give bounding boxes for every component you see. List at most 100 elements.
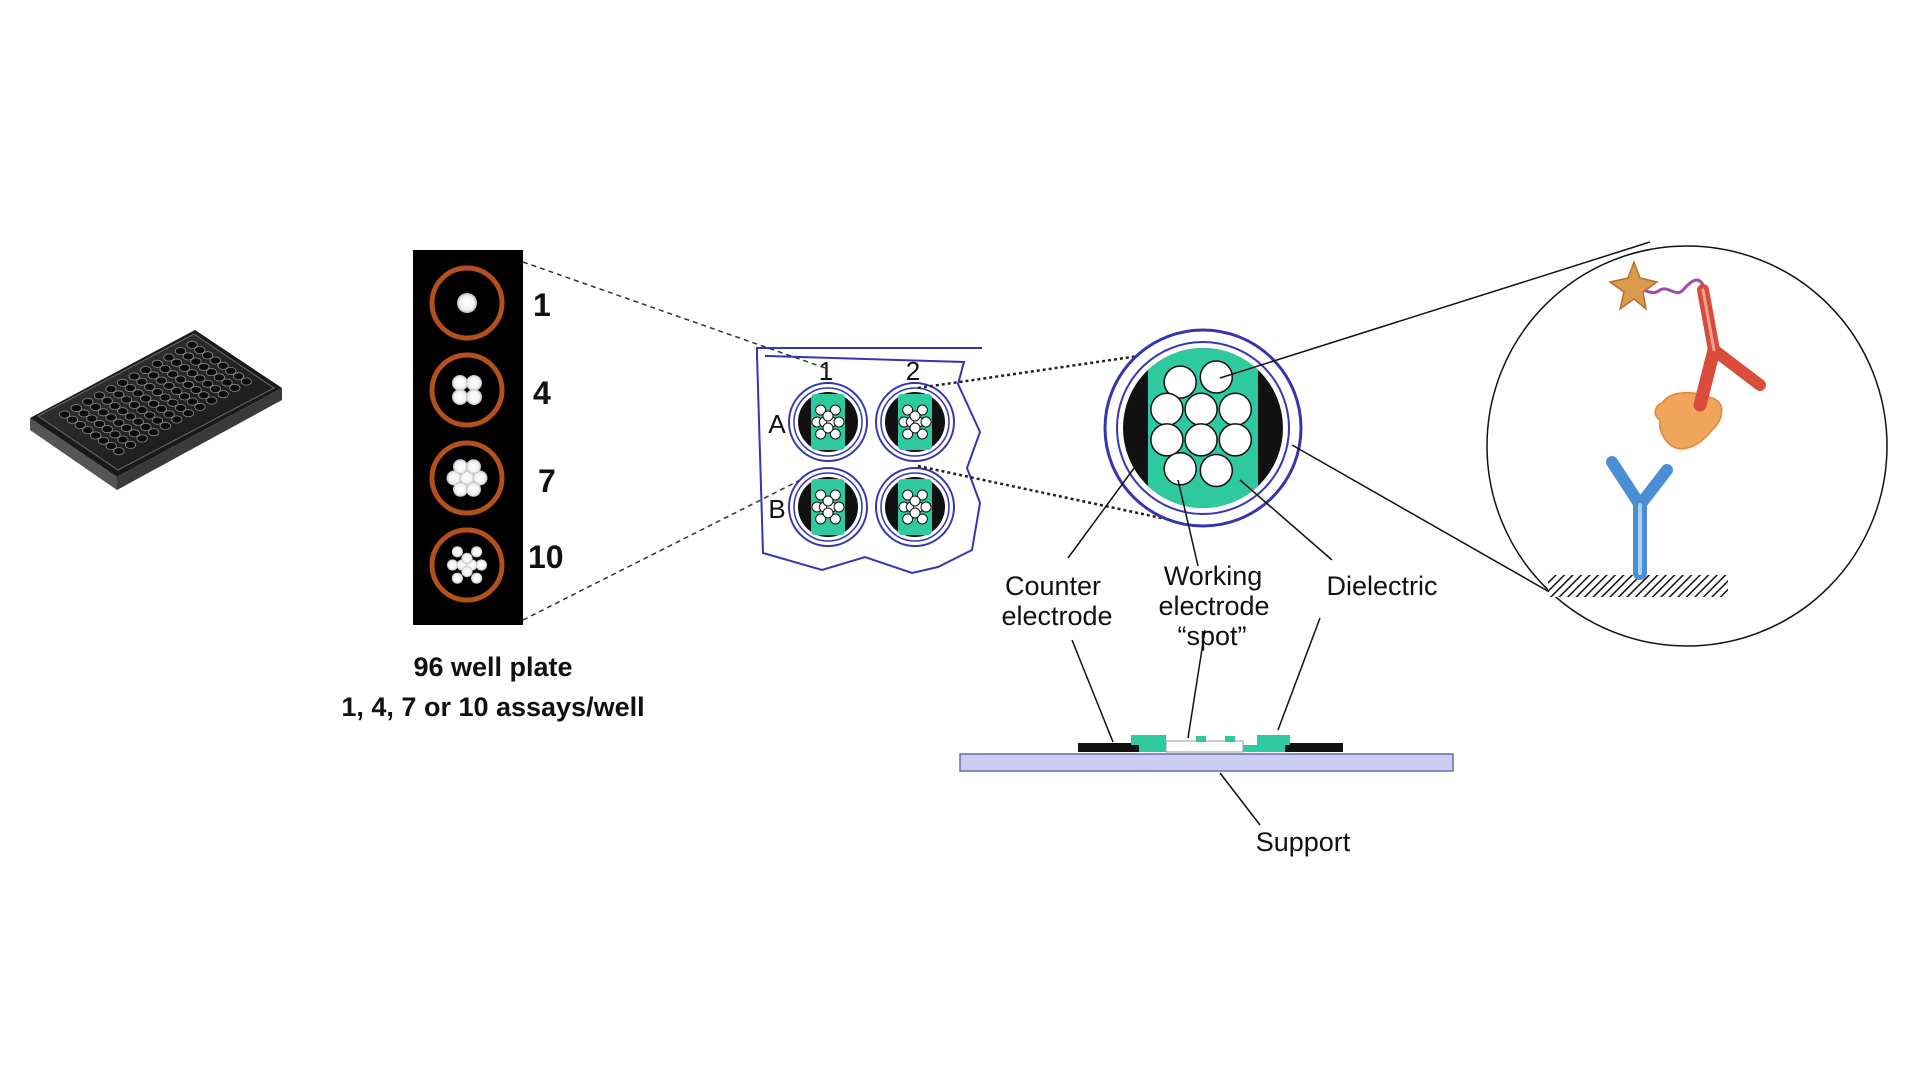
plate-well	[140, 422, 152, 431]
electrode-spot	[902, 513, 914, 525]
electrode-spot-diagram	[1103, 328, 1303, 528]
plate-well	[113, 390, 125, 399]
assay-spot	[451, 572, 463, 584]
electrode-spot	[829, 489, 841, 501]
plate-well	[163, 353, 175, 362]
plate-well	[128, 400, 140, 409]
electrode-cross-section	[959, 735, 1454, 772]
electrode-spot	[815, 513, 827, 525]
plate-well	[182, 409, 194, 418]
electrode-spot	[1199, 453, 1234, 488]
plate-well	[105, 441, 117, 450]
assay-spot	[453, 459, 468, 475]
plate-well	[86, 414, 98, 423]
plate-well	[159, 364, 171, 373]
plate-well	[101, 425, 113, 434]
plate-well	[198, 391, 210, 400]
electrode-spot	[1218, 423, 1253, 457]
plate-well	[202, 351, 214, 360]
plate-well	[136, 434, 148, 443]
plate-well	[124, 383, 136, 392]
electrode-spot	[916, 513, 928, 525]
well-column-2: 2	[906, 356, 920, 386]
label-dielectric: Dielectric	[1326, 571, 1437, 601]
spot-count-4: 4	[533, 375, 551, 411]
electrode-spot	[829, 513, 841, 525]
plate-well	[117, 407, 129, 416]
plate-well	[186, 369, 198, 378]
electrode-spot	[815, 489, 827, 501]
plate-well	[117, 378, 129, 387]
plate-well	[171, 387, 183, 396]
assay-spot	[471, 546, 483, 558]
plate-well	[209, 356, 221, 365]
ecl-label-star	[1608, 259, 1659, 311]
assay-spot	[466, 375, 482, 391]
plate-well	[167, 370, 179, 379]
plate-well	[136, 406, 148, 415]
label-linker	[1639, 278, 1705, 295]
plate-well	[159, 393, 171, 402]
spot-count-7: 7	[538, 463, 556, 499]
label-counter-line2: electrode	[1001, 601, 1112, 631]
plate-well	[124, 440, 137, 449]
plate-wells	[59, 340, 252, 456]
plate-well	[174, 347, 187, 356]
electrode-spot	[815, 428, 827, 440]
assay-spot	[461, 566, 473, 578]
plate-caption-line2: 1, 4, 7 or 10 assays/well	[341, 692, 644, 722]
well-grid	[788, 382, 955, 547]
plate-well	[221, 378, 233, 387]
assay-spot	[461, 552, 473, 565]
plate-well	[233, 372, 245, 381]
plate-well	[128, 372, 140, 381]
assay-spot	[446, 559, 459, 571]
plate-well	[97, 436, 110, 445]
label-pointers	[1067, 459, 1333, 826]
plate-well	[151, 388, 163, 397]
plate-well	[240, 377, 252, 386]
electrode-spot	[902, 489, 914, 501]
plate-well	[136, 377, 148, 386]
assay-spot	[472, 470, 488, 486]
plate-well	[194, 374, 206, 383]
plate-well	[74, 420, 86, 429]
well-column-1: 1	[819, 356, 833, 386]
detection-antibody	[1693, 284, 1766, 412]
plate-well	[66, 415, 79, 424]
plate-well	[82, 397, 94, 406]
electrode-spot	[920, 416, 932, 428]
plate-well	[132, 389, 144, 398]
plate-well	[167, 398, 179, 407]
plate-well	[175, 375, 187, 384]
electrode-spot	[909, 507, 921, 519]
plate-well	[213, 373, 225, 382]
plate-well	[190, 357, 202, 366]
plate-well	[209, 384, 221, 393]
plate-well	[140, 366, 152, 375]
capture-antibody	[1606, 456, 1673, 580]
plate-well	[147, 371, 160, 380]
assay-spot	[451, 546, 463, 558]
plate-well	[175, 403, 187, 412]
assay-spot	[466, 459, 481, 475]
electrode-spot	[909, 410, 921, 422]
plate-well	[182, 352, 194, 361]
electrode-spot	[1150, 392, 1184, 427]
microplate-image	[30, 330, 282, 490]
well-ring	[429, 352, 505, 428]
plate-well	[159, 421, 171, 430]
assay-spot	[471, 572, 483, 584]
plate-well	[178, 392, 191, 401]
plate-well	[186, 397, 198, 406]
plate-well	[113, 447, 125, 456]
plate-well	[59, 410, 71, 419]
plate-well	[132, 417, 144, 426]
electrode-spot	[902, 404, 914, 416]
label-support: Support	[1256, 827, 1351, 857]
plate-well	[144, 382, 156, 391]
plate-well	[124, 412, 136, 421]
plate-well	[163, 410, 175, 419]
assay-spot	[466, 481, 481, 497]
electrode-spot	[833, 416, 845, 428]
